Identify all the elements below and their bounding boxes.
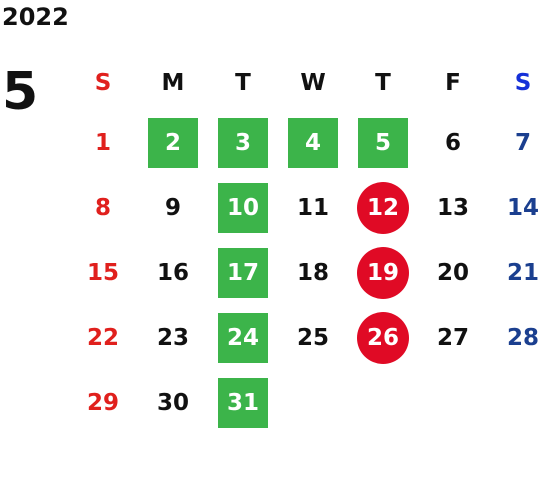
calendar-day: 16 — [138, 240, 208, 305]
calendar-day: 27 — [418, 305, 488, 370]
calendar-day: 7 — [488, 110, 548, 175]
calendar-day-number: 4 — [288, 117, 338, 168]
calendar-day-number: 29 — [86, 389, 119, 416]
calendar-day-number: 16 — [156, 259, 189, 286]
calendar-day: 18 — [278, 240, 348, 305]
calendar-day: 8 — [68, 175, 138, 240]
calendar-day-number: 9 — [164, 194, 181, 221]
weekday-header-tuesday: T — [235, 69, 251, 96]
calendar-day-number: 10 — [218, 182, 268, 233]
calendar-day: 4 — [278, 110, 348, 175]
calendar-day-number: 24 — [218, 312, 268, 363]
calendar-day: 6 — [418, 110, 488, 175]
calendar-day: 3 — [208, 110, 278, 175]
year-label: 2022 — [2, 3, 69, 31]
calendar-day: 11 — [278, 175, 348, 240]
calendar-day: 13 — [418, 175, 488, 240]
calendar-day: 22 — [68, 305, 138, 370]
calendar-day-number: 6 — [444, 129, 461, 156]
calendar-day: 25 — [278, 305, 348, 370]
calendar-day-number: 28 — [506, 324, 539, 351]
calendar-day-number: 15 — [86, 259, 119, 286]
calendar-day-number: 5 — [358, 117, 408, 168]
calendar-day-number: 2 — [148, 117, 198, 168]
calendar-day-number: 3 — [218, 117, 268, 168]
calendar-day-number: 8 — [94, 194, 111, 221]
month-label: 5 — [2, 62, 39, 122]
calendar-day: 5 — [348, 110, 418, 175]
calendar-day: 24 — [208, 305, 278, 370]
calendar-day-number: 14 — [506, 194, 539, 221]
calendar-day-number: 20 — [436, 259, 469, 286]
calendar-day-number: 25 — [296, 324, 329, 351]
calendar-day-number: 30 — [156, 389, 189, 416]
calendar-day-number: 12 — [357, 181, 409, 234]
calendar-day-number: 27 — [436, 324, 469, 351]
calendar-day: 21 — [488, 240, 548, 305]
weekday-header-friday: F — [445, 69, 461, 96]
calendar-day: 29 — [68, 370, 138, 435]
calendar-day-number: 26 — [357, 311, 409, 364]
calendar-day: 28 — [488, 305, 548, 370]
weekday-header-monday: M — [161, 69, 185, 96]
calendar-day-number: 1 — [94, 129, 111, 156]
calendar-day: 23 — [138, 305, 208, 370]
calendar-day: 17 — [208, 240, 278, 305]
calendar-day: 9 — [138, 175, 208, 240]
weekday-header-thursday: T — [375, 69, 391, 96]
calendar-day: 10 — [208, 175, 278, 240]
calendar-day: 15 — [68, 240, 138, 305]
calendar-day-number: 23 — [156, 324, 189, 351]
calendar-day-number: 31 — [218, 377, 268, 428]
calendar-day-number: 13 — [436, 194, 469, 221]
calendar-day-number: 19 — [357, 246, 409, 299]
calendar-day: 19 — [348, 240, 418, 305]
calendar-day: 1 — [68, 110, 138, 175]
weekday-header-wednesday: W — [300, 69, 326, 96]
calendar-day-number: 18 — [296, 259, 329, 286]
calendar-day-number: 7 — [514, 129, 531, 156]
calendar-day-number: 21 — [506, 259, 539, 286]
calendar-day-number: 22 — [86, 324, 119, 351]
calendar-day: 12 — [348, 175, 418, 240]
weekday-header-saturday: S — [514, 69, 532, 96]
calendar-day: 20 — [418, 240, 488, 305]
calendar-day: 14 — [488, 175, 548, 240]
calendar-day: 2 — [138, 110, 208, 175]
weekday-header-sunday: S — [94, 69, 112, 96]
calendar-day-number: 17 — [218, 247, 268, 298]
calendar-day: 30 — [138, 370, 208, 435]
calendar-day: 31 — [208, 370, 278, 435]
calendar-day-number: 11 — [296, 194, 329, 221]
calendar-day: 26 — [348, 305, 418, 370]
